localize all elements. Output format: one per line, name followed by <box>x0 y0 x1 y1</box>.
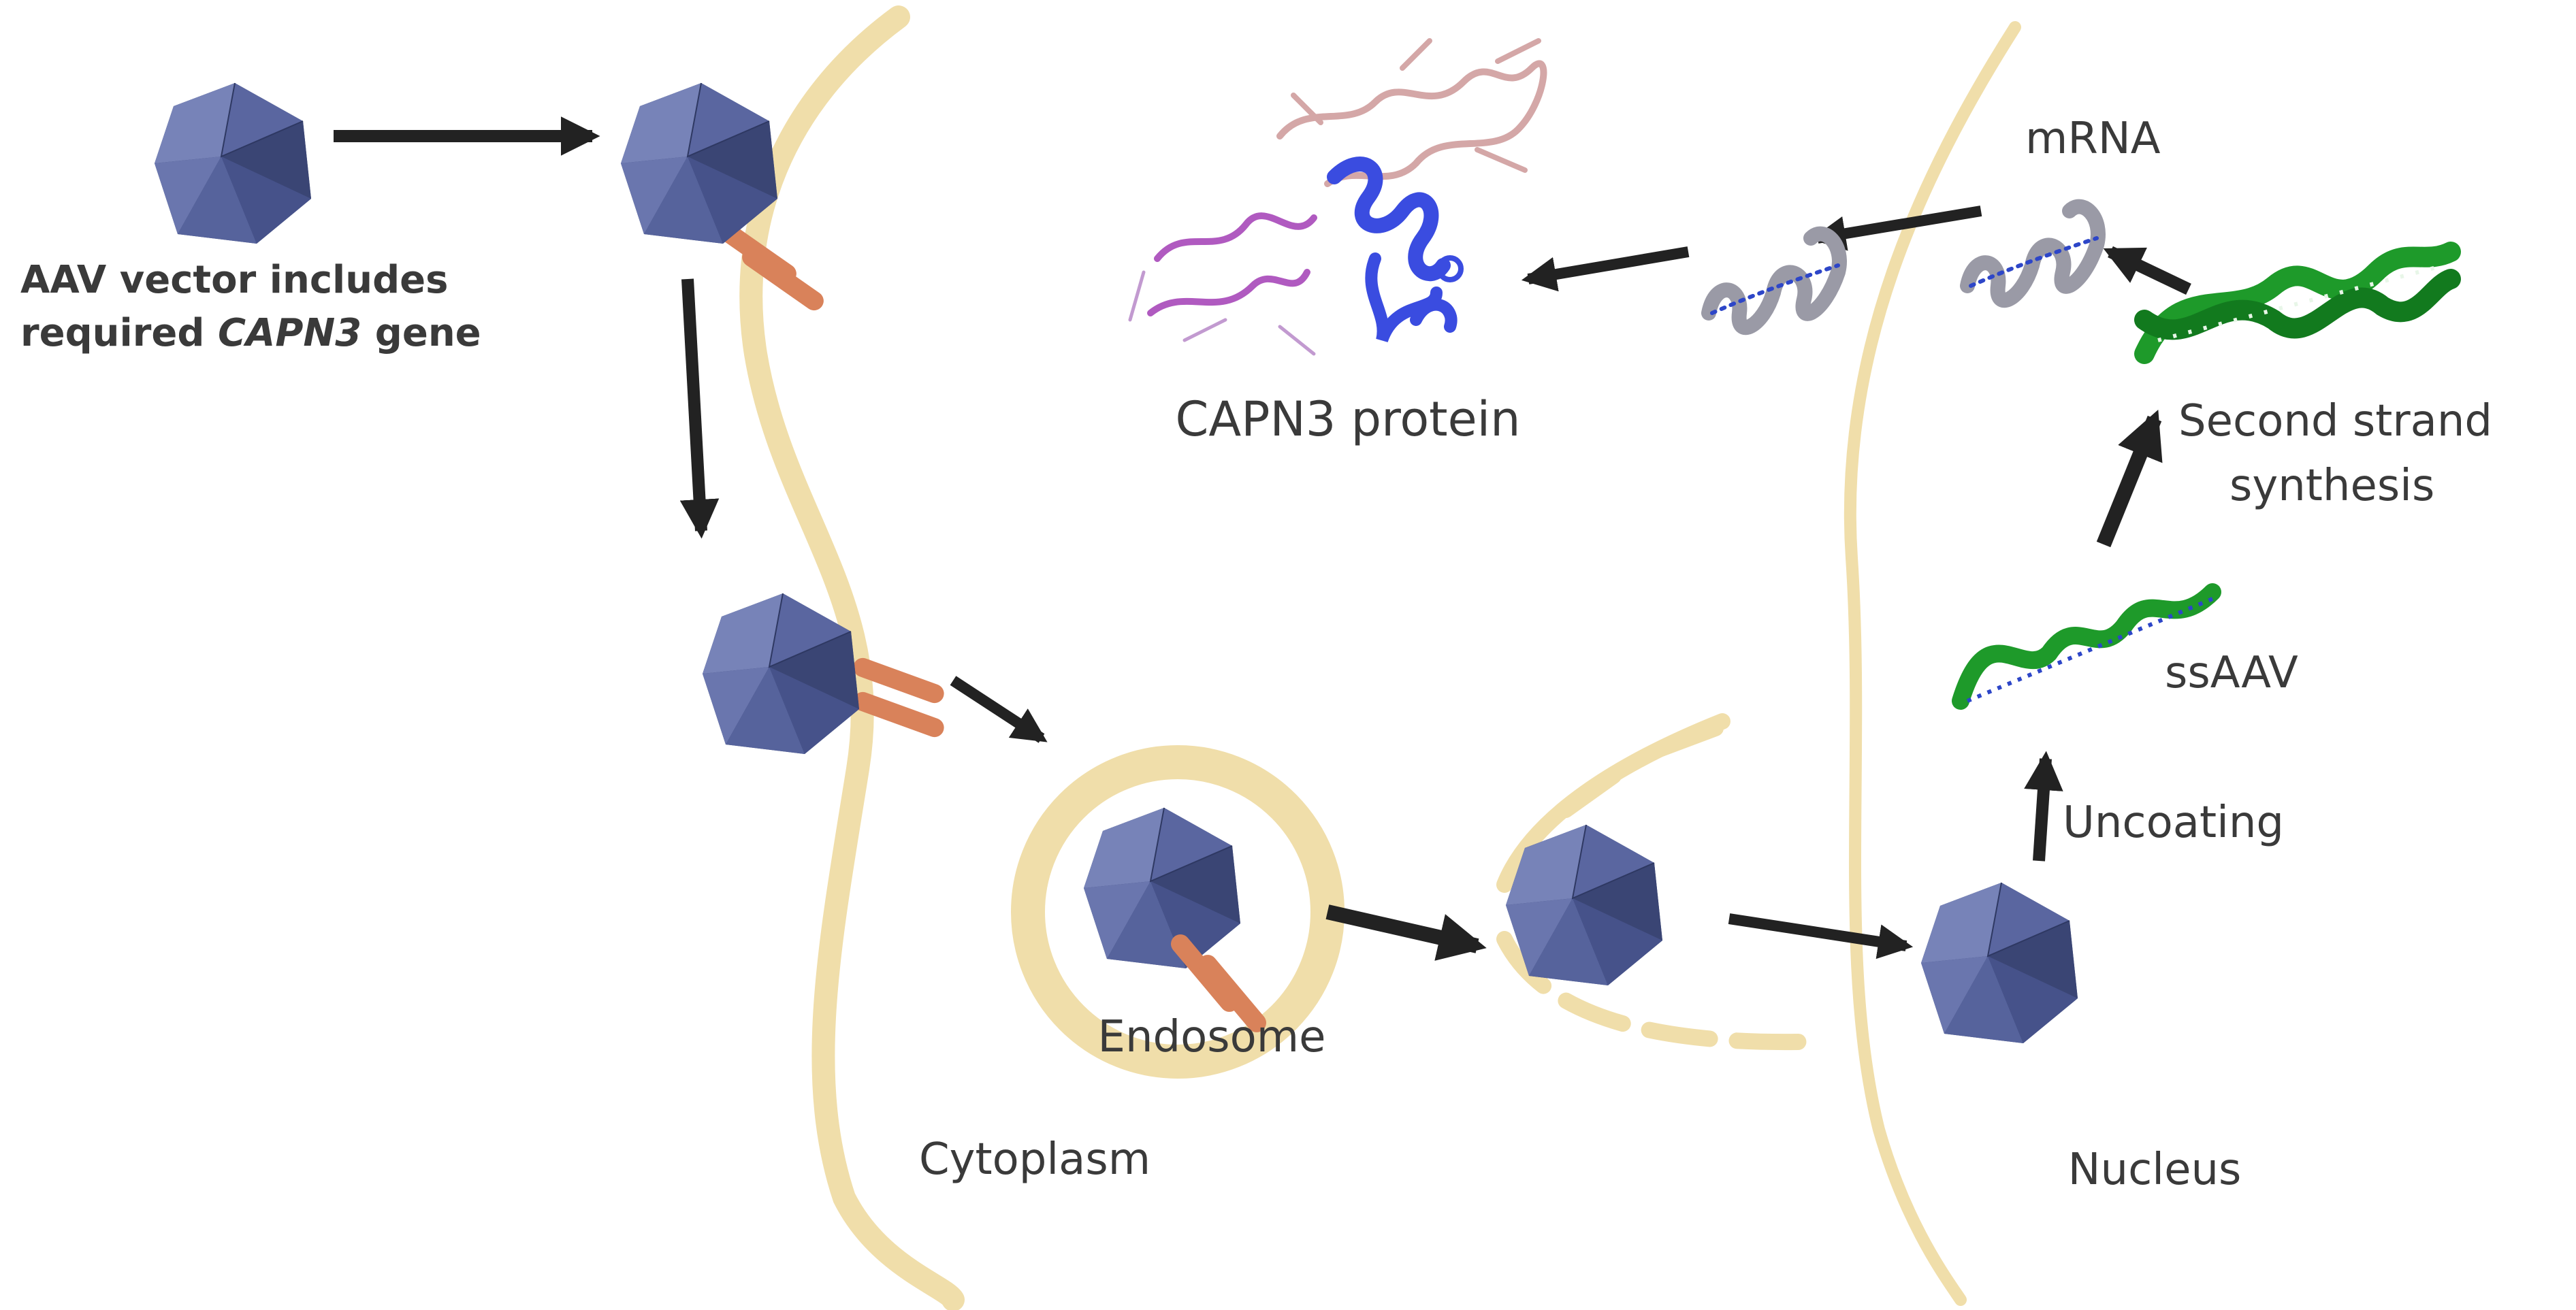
entry-group <box>702 593 947 755</box>
arrow-transcription <box>2103 246 2191 295</box>
mrna-cytoplasm <box>1701 226 1847 335</box>
aav-capsid-free <box>154 82 312 244</box>
aav-vector-label-line1: AAV vector includes <box>20 258 448 302</box>
aav-capsid-escaped <box>1505 824 1663 986</box>
second-strand-label-2: synthesis <box>2229 461 2434 511</box>
arrow-down-to-entry <box>679 278 720 539</box>
ssaav-label: ssAAV <box>2165 648 2298 698</box>
capn3-protein-label: CAPN3 protein <box>1176 391 1521 447</box>
mrna-nuclear <box>1960 199 2106 308</box>
aav-vector-label: AAV vector includes required CAPN3 gene <box>20 258 481 355</box>
mrna-label: mRNA <box>2025 114 2161 164</box>
cytoplasm-label: Cytoplasm <box>919 1134 1150 1185</box>
arrow-translation <box>1521 246 1690 292</box>
aav-capsid-nuclear <box>1920 882 2078 1044</box>
nuclear-membrane <box>1844 21 2021 1306</box>
arrow-to-endosome <box>950 676 1048 743</box>
broken-endosome <box>1496 713 1833 1051</box>
aav-vector-label-line2-post: gene <box>361 311 481 355</box>
dsdna-helix <box>2134 242 2461 364</box>
endosome-label: Endosome <box>1098 1012 1326 1062</box>
arrow-endosome-escape <box>1325 904 1487 961</box>
arrow-uncoating <box>2024 751 2063 862</box>
uncoating-label: Uncoating <box>2063 798 2284 848</box>
aav-vector-label-gene: CAPN3 <box>218 311 361 355</box>
aav-vector-label-line2-pre: required <box>20 311 218 355</box>
arrow-second-strand <box>2096 409 2163 548</box>
arrow-to-nucleus <box>1728 913 1914 960</box>
arrow-mrna-export <box>1810 206 1982 251</box>
capn3-protein-structure <box>1128 38 1547 356</box>
second-strand-label: Second strand <box>2178 396 2492 446</box>
ssaav-strand <box>1952 583 2221 710</box>
nucleus-label: Nucleus <box>2068 1145 2242 1195</box>
